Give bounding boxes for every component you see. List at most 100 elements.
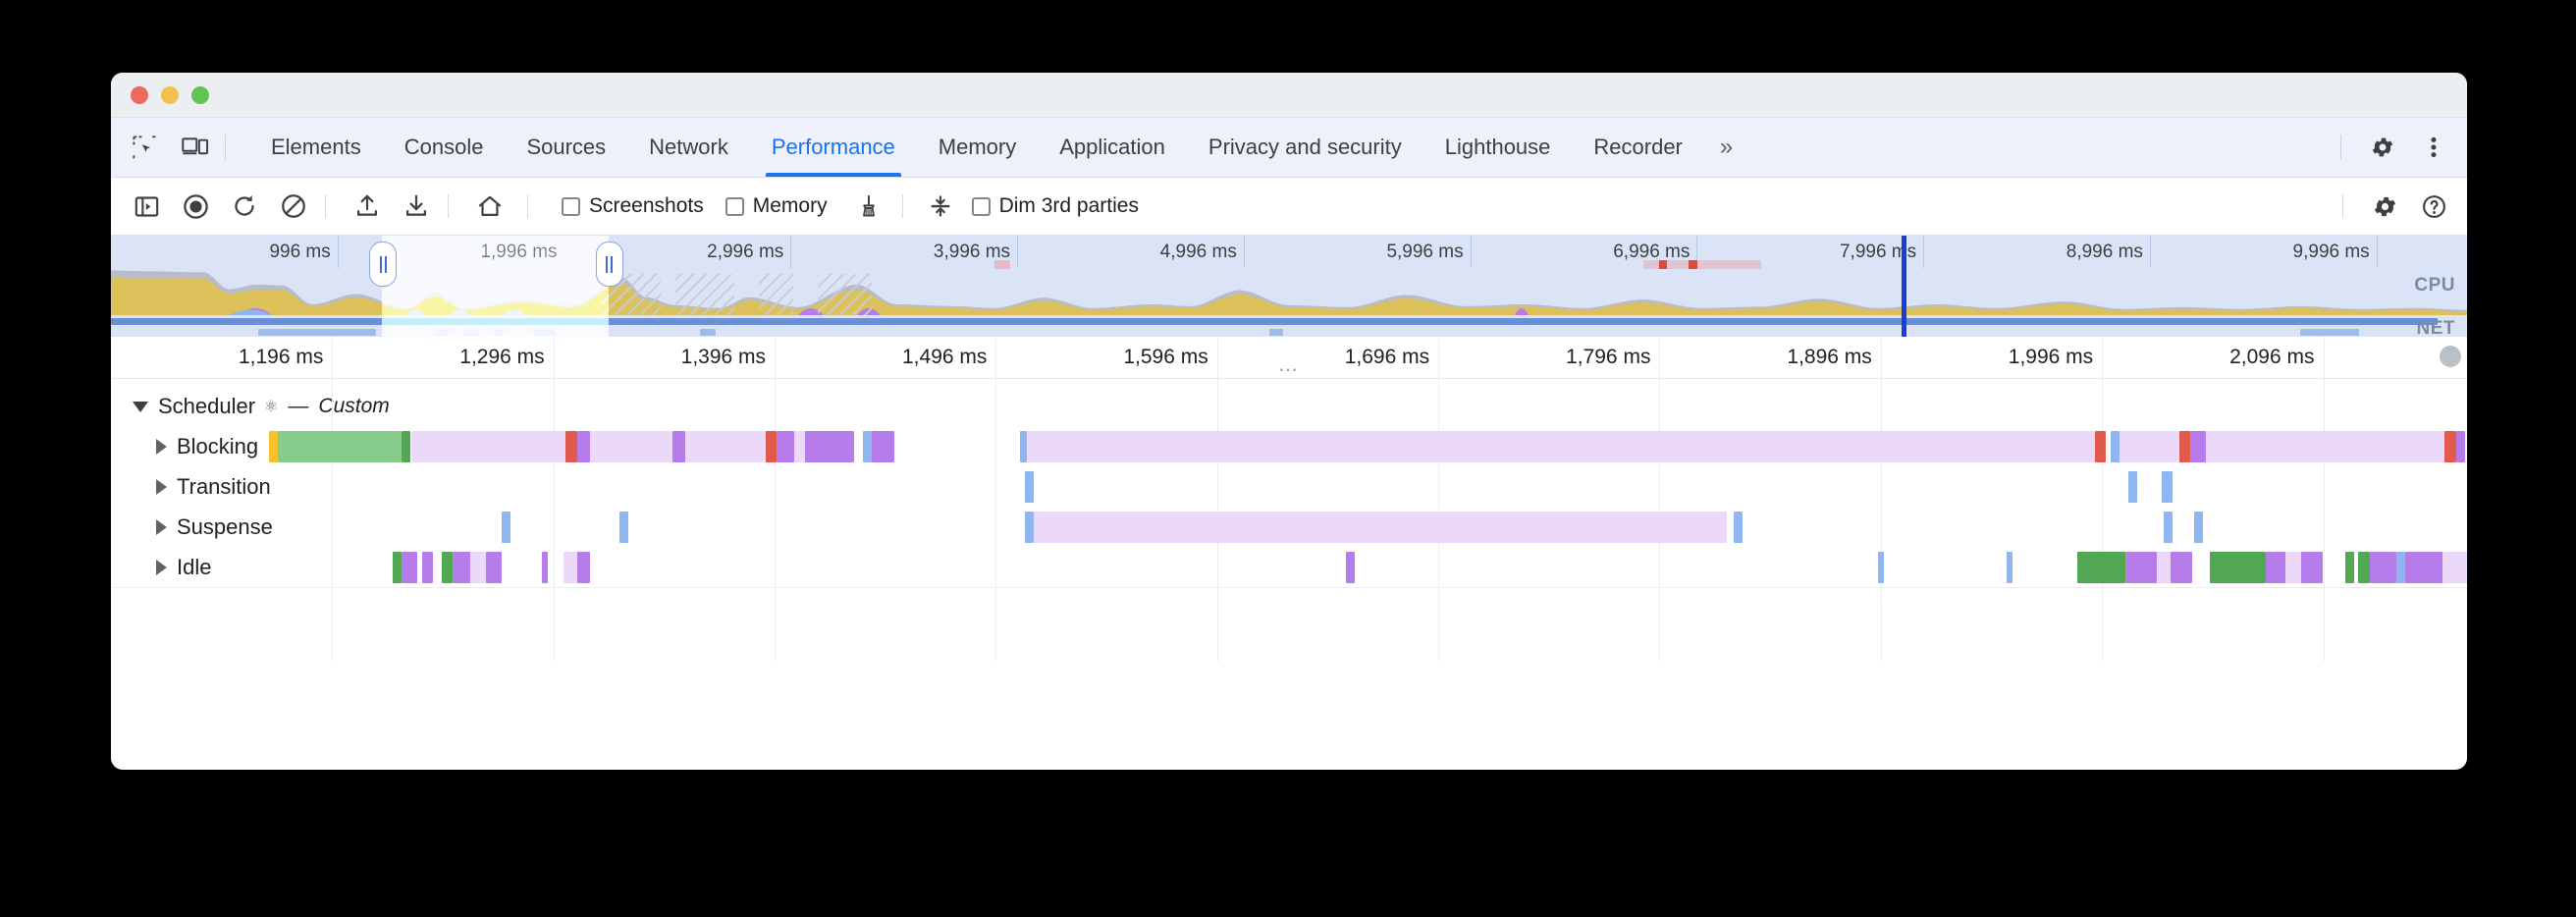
more-tabs-button[interactable]: » — [1719, 134, 1734, 160]
inspect-element-icon[interactable] — [125, 128, 164, 167]
flame-bar[interactable] — [765, 431, 777, 462]
tab-network[interactable]: Network — [649, 135, 728, 159]
flame-bar[interactable] — [453, 552, 471, 583]
minimize-window-button[interactable] — [161, 86, 179, 104]
gear-icon[interactable] — [2365, 187, 2404, 226]
chevron-down-icon[interactable] — [133, 401, 148, 412]
garbage-collect-broom-icon[interactable] — [849, 187, 888, 226]
download-profile-button[interactable] — [397, 187, 436, 226]
flame-bar[interactable] — [2125, 552, 2158, 583]
flame-bar[interactable] — [402, 431, 411, 462]
flame-bar[interactable] — [2119, 431, 2179, 462]
chevron-right-icon[interactable] — [156, 479, 167, 495]
flame-bar[interactable] — [2442, 552, 2467, 583]
resize-handle[interactable]: ⋯ — [1278, 359, 1300, 381]
tab-console[interactable]: Console — [403, 135, 484, 159]
overview-selection-window[interactable] — [382, 236, 609, 337]
flame-bar[interactable] — [442, 552, 454, 583]
overview-ruler[interactable]: 996 ms1,996 ms2,996 ms3,996 ms4,996 ms5,… — [111, 236, 2467, 268]
reload-and-record-button[interactable] — [225, 187, 264, 226]
timeline-overview[interactable]: 996 ms1,996 ms2,996 ms3,996 ms4,996 ms5,… — [111, 236, 2467, 337]
flame-bar[interactable] — [502, 512, 511, 543]
flame-bar[interactable] — [685, 431, 766, 462]
flame-bar[interactable] — [1345, 552, 1355, 583]
flame-bar[interactable] — [2194, 512, 2204, 543]
flame-bar[interactable] — [393, 552, 402, 583]
flame-bar[interactable] — [871, 431, 894, 462]
maximize-window-button[interactable] — [191, 86, 209, 104]
flame-bar[interactable] — [805, 431, 854, 462]
screenshots-checkbox[interactable]: Screenshots — [562, 194, 704, 218]
track-idle[interactable]: Idle — [156, 548, 211, 587]
record-button[interactable] — [176, 187, 215, 226]
gear-icon[interactable] — [2363, 128, 2402, 167]
flame-bar[interactable] — [402, 552, 418, 583]
flame-bar[interactable] — [2127, 471, 2137, 503]
flame-bar[interactable] — [486, 552, 503, 583]
flame-bar[interactable] — [2300, 552, 2324, 583]
flame-bar[interactable] — [2076, 552, 2126, 583]
track-suspense[interactable]: Suspense — [156, 508, 273, 547]
track-blocking[interactable]: Blocking — [156, 427, 258, 466]
tab-performance[interactable]: Performance — [750, 118, 917, 177]
flame-bar[interactable] — [410, 431, 566, 462]
upload-profile-button[interactable] — [348, 187, 387, 226]
scroll-thumb[interactable] — [2440, 346, 2461, 367]
tab-elements[interactable]: Elements — [271, 135, 361, 159]
device-toolbar-icon[interactable] — [176, 128, 215, 167]
more-vertical-icon[interactable] — [2414, 128, 2453, 167]
flame-bar[interactable] — [2110, 431, 2120, 462]
flame-bar[interactable] — [1033, 512, 1728, 543]
flame-bar[interactable] — [2094, 431, 2107, 462]
tab-lighthouse[interactable]: Lighthouse — [1444, 135, 1551, 159]
flame-bar[interactable] — [1024, 471, 1034, 503]
flame-bar[interactable] — [2006, 552, 2013, 583]
flame-bar[interactable] — [2265, 552, 2285, 583]
memory-checkbox[interactable]: Memory — [724, 194, 828, 218]
flame-bar[interactable] — [470, 552, 487, 583]
flame-bar[interactable] — [2284, 552, 2301, 583]
flame-bar[interactable] — [2205, 431, 2445, 462]
flame-bar[interactable] — [278, 431, 402, 462]
flame-bar[interactable] — [1733, 512, 1743, 543]
flame-bar[interactable] — [618, 512, 628, 543]
flame-bar[interactable] — [2404, 552, 2443, 583]
flame-bar[interactable] — [1024, 512, 1034, 543]
flame-bar[interactable] — [576, 431, 591, 462]
flame-chart[interactable]: Scheduler ⚛ — Custom Blocking Transition… — [111, 379, 2467, 703]
flame-bar[interactable] — [2161, 471, 2173, 503]
close-window-button[interactable] — [131, 86, 148, 104]
flame-bar[interactable] — [2189, 431, 2206, 462]
tab-privacy-and-security[interactable]: Privacy and security — [1208, 135, 1402, 159]
flame-bar[interactable] — [269, 431, 279, 462]
clear-button[interactable] — [274, 187, 313, 226]
flame-bar[interactable] — [2395, 552, 2405, 583]
flame-bar[interactable] — [541, 552, 549, 583]
flame-bar[interactable] — [776, 431, 794, 462]
overview-resize-handle-left[interactable] — [369, 242, 398, 287]
flame-bar[interactable] — [1026, 431, 2095, 462]
flame-bar[interactable] — [565, 431, 577, 462]
home-button[interactable] — [470, 187, 510, 226]
toggle-sidebar-button[interactable] — [127, 187, 166, 226]
tab-sources[interactable]: Sources — [526, 135, 607, 159]
help-circle-icon[interactable] — [2414, 187, 2453, 226]
flame-bar[interactable] — [576, 552, 591, 583]
flame-bar[interactable] — [421, 552, 434, 583]
tab-memory[interactable]: Memory — [938, 135, 1017, 159]
flame-bar[interactable] — [2344, 552, 2354, 583]
flame-bar[interactable] — [564, 552, 577, 583]
chevron-right-icon[interactable] — [156, 560, 167, 575]
flame-bar[interactable] — [2157, 552, 2171, 583]
flame-bar[interactable] — [590, 431, 672, 462]
flame-bar[interactable] — [2210, 552, 2266, 583]
flame-bar[interactable] — [1020, 431, 1027, 462]
flame-bar[interactable] — [1877, 552, 1885, 583]
flame-bar[interactable] — [2170, 552, 2193, 583]
flame-bar[interactable] — [2455, 431, 2465, 462]
tab-recorder[interactable]: Recorder — [1593, 135, 1683, 159]
flame-bar[interactable] — [2163, 512, 2173, 543]
flame-bar[interactable] — [793, 431, 806, 462]
flame-bar[interactable] — [2358, 552, 2370, 583]
